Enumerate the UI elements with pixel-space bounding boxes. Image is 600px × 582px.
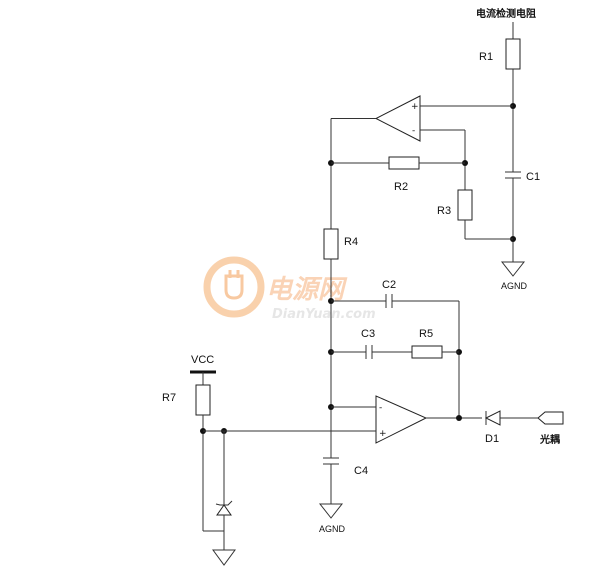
output-label: 光耦 <box>539 433 560 446</box>
watermark-logo-icon <box>203 256 265 318</box>
resistor-r4 <box>323 228 339 260</box>
sense-resistor-label: 电流检测电阻 <box>476 7 536 20</box>
watermark-title: 电源网 <box>266 275 348 305</box>
ground-icon <box>318 503 344 519</box>
resistor-r1 <box>505 38 521 70</box>
r5-label: R5 <box>419 328 433 340</box>
ground-icon <box>500 261 526 277</box>
vcc-label: VCC <box>191 354 214 366</box>
ground-icon <box>212 549 236 566</box>
u1-minus-pin: - <box>412 126 415 136</box>
d1-label: D1 <box>485 433 499 445</box>
watermark: 电源网 DianYuan.com <box>203 256 376 322</box>
resistor-r5 <box>411 345 443 359</box>
opamp-u1-icon <box>374 95 421 142</box>
agnd-top-label: AGND <box>501 281 528 291</box>
r7-label: R7 <box>162 392 176 404</box>
c1-label: C1 <box>526 171 540 183</box>
resistor-r7 <box>195 384 211 416</box>
u2-plus-pin: + <box>379 429 387 439</box>
r4-label: R4 <box>344 236 358 248</box>
junction-dot <box>456 415 462 421</box>
u2-minus-pin: - <box>379 403 382 413</box>
agnd-bottom-label: AGND <box>319 524 346 534</box>
diode-d1-icon <box>484 410 501 426</box>
opamp-u2-icon <box>375 395 428 444</box>
output-port-icon <box>537 411 564 425</box>
c3-label: C3 <box>361 328 375 340</box>
shunt-regulator-bar <box>215 500 233 506</box>
r2-label: R2 <box>394 181 408 193</box>
c4-label: C4 <box>354 465 368 477</box>
u1-plus-pin: + <box>411 102 419 112</box>
resistor-r3 <box>457 189 473 221</box>
r3-label: R3 <box>437 205 451 217</box>
c2-label: C2 <box>382 279 396 291</box>
watermark-url: DianYuan.com <box>272 307 376 322</box>
shunt-regulator-icon <box>216 504 232 516</box>
r1-label: R1 <box>479 51 493 63</box>
resistor-r2 <box>388 156 420 170</box>
